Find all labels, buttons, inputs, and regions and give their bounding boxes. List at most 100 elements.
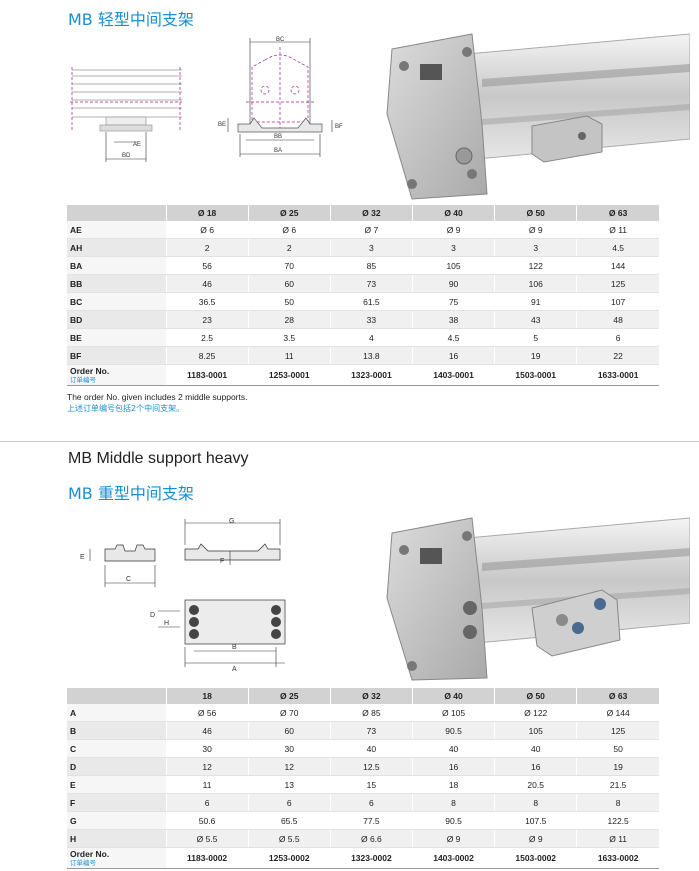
table-cell: 144	[576, 256, 659, 275]
table-cell: 12	[247, 757, 331, 776]
table-cell: 12.5	[329, 757, 413, 776]
table-cell: 2	[165, 238, 249, 257]
dim-bc-label: BC	[276, 37, 285, 43]
order-number-cell: 1253-0002	[247, 847, 331, 869]
order-label-en: Order No.	[70, 365, 110, 376]
table-cell: 15	[329, 775, 413, 794]
order-label: Order No.订单编号	[67, 847, 166, 869]
table-cell: Ø 5.5	[165, 829, 249, 848]
table-cell: 3	[329, 238, 413, 257]
table-cell: 8	[576, 793, 659, 812]
table-cell: 125	[576, 274, 659, 293]
order-number-cell: 1183-0002	[165, 847, 249, 869]
heavy-support-drawings: E C G F D H B A	[80, 518, 286, 673]
order-number-cell: 1633-0001	[576, 364, 659, 386]
dim-c-label: C	[126, 576, 131, 583]
table-cell: Ø 85	[329, 704, 413, 722]
table-header-row: Ø 18 Ø 25 Ø 32 Ø 40 Ø 50 Ø 63	[67, 205, 659, 221]
table-cell: 4	[329, 328, 413, 347]
table-cell: 18	[411, 775, 495, 794]
table-cell: Ø 70	[247, 704, 331, 722]
order-label: Order No.订单编号	[67, 364, 166, 386]
order-number-cell: 1253-0001	[247, 364, 331, 386]
table-cell: 21.5	[576, 775, 659, 794]
table-cell: 8	[411, 793, 495, 812]
table-header-cell: Ø 25	[247, 688, 331, 704]
table-cell: 56	[165, 256, 249, 275]
table-header-cell	[67, 688, 166, 704]
table-cell: Ø 6	[165, 221, 249, 239]
table-cell: 77.5	[329, 811, 413, 830]
order-number-cell: 1323-0002	[329, 847, 413, 869]
table-cell: 16	[411, 346, 495, 365]
order-number-cell: 1403-0001	[411, 364, 495, 386]
light-support-side-drawing: AE BD	[70, 67, 182, 162]
table-cell: 60	[247, 274, 331, 293]
row-label: AH	[67, 238, 166, 257]
section2-title-cn: MB 重型中间支架	[68, 484, 194, 503]
table-header-cell: Ø 18	[165, 205, 249, 221]
table-header-cell: Ø 40	[411, 205, 495, 221]
table-cell: 85	[329, 256, 413, 275]
table-header-cell: Ø 63	[576, 688, 659, 704]
order-number-cell: 1183-0001	[165, 364, 249, 386]
row-label: BE	[67, 328, 166, 347]
order-label-cn: 订单编号	[70, 858, 96, 867]
section2-title-en: MB Middle support heavy	[68, 450, 249, 467]
section-divider	[0, 441, 699, 442]
table-cell: Ø 5.5	[247, 829, 331, 848]
table-header-cell: Ø 25	[247, 205, 331, 221]
table-cell: 19	[494, 346, 577, 365]
table-cell: 2.5	[165, 328, 249, 347]
table-cell: 107	[576, 292, 659, 311]
dim-bd-label: BD	[122, 153, 131, 159]
table-cell: 13.8	[329, 346, 413, 365]
light-support-product-photo	[386, 33, 690, 200]
table-cell: 40	[411, 739, 495, 758]
table-cell: Ø 9	[494, 221, 577, 239]
table-cell: 6	[165, 793, 249, 812]
table-cell: 107.5	[494, 811, 577, 830]
table-cell: 46	[165, 274, 249, 293]
table-cell: 70	[247, 256, 331, 275]
table-cell: 6	[247, 793, 331, 812]
table-cell: 106	[494, 274, 577, 293]
dim-ba-label: BA	[274, 148, 282, 154]
table-cell: 22	[576, 346, 659, 365]
row-label: B	[67, 721, 166, 740]
table-cell: Ø 144	[576, 704, 659, 722]
row-label: BD	[67, 310, 166, 329]
table-cell: 60	[247, 721, 331, 740]
table-cell: Ø 11	[576, 221, 659, 239]
dim-be-label: BE	[218, 122, 226, 128]
table-header-cell: Ø 63	[576, 205, 659, 221]
light-support-front-drawing: BC BE BF BB BA	[218, 37, 343, 157]
row-label: BC	[67, 292, 166, 311]
row-label: A	[67, 704, 166, 722]
table-cell: 122.5	[576, 811, 659, 830]
table-header-cell	[67, 205, 166, 221]
table-header-cell: Ø 32	[329, 205, 413, 221]
table-header-cell: Ø 32	[329, 688, 413, 704]
dim-bb-label: BB	[274, 134, 282, 140]
table-cell: Ø 11	[576, 829, 659, 848]
order-label-en: Order No.	[70, 848, 110, 859]
table-cell: 122	[494, 256, 577, 275]
row-label: BA	[67, 256, 166, 275]
table-cell: 16	[494, 757, 577, 776]
dim-h-label: H	[164, 620, 169, 627]
table-cell: Ø 9	[494, 829, 577, 848]
table-cell: 38	[411, 310, 495, 329]
table-cell: 36.5	[165, 292, 249, 311]
row-label: G	[67, 811, 166, 830]
table-cell: 105	[494, 721, 577, 740]
order-label-cn: 订单编号	[70, 375, 96, 384]
table-cell: Ø 6	[247, 221, 331, 239]
dim-e-label: E	[80, 554, 85, 561]
